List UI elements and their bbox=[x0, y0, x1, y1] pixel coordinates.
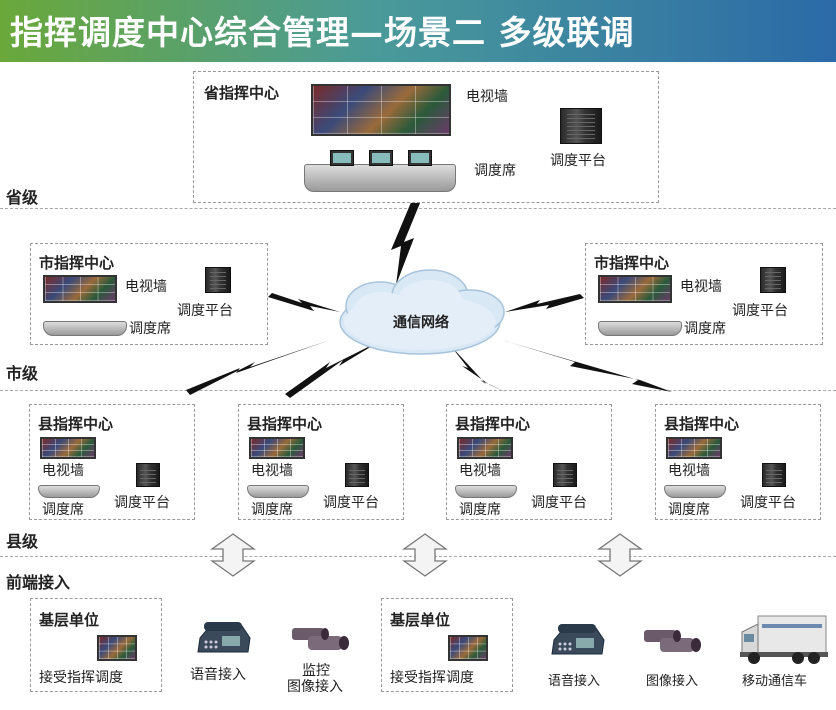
title-banner: 指挥调度中心综合管理—场景二 多级联调 bbox=[0, 0, 836, 62]
monitor-icon bbox=[369, 150, 393, 166]
double-arrow-icon bbox=[209, 533, 257, 577]
server-icon bbox=[136, 463, 160, 487]
bolt-province bbox=[391, 200, 420, 285]
page-title: 指挥调度中心综合管理—场景二 多级联调 bbox=[10, 13, 635, 52]
telephone-icon bbox=[551, 624, 605, 655]
city-platform-label: 调度平台 bbox=[732, 303, 788, 319]
console-desk-icon bbox=[455, 485, 517, 498]
tv-wall-icon bbox=[311, 84, 451, 136]
county-platform-label: 调度平台 bbox=[531, 495, 587, 511]
monitor-icon bbox=[330, 150, 354, 166]
double-arrow-icon bbox=[401, 533, 449, 577]
mobile-vehicle-label: 移动通信车 bbox=[742, 674, 808, 689]
county-tv-wall-label: 电视墙 bbox=[42, 463, 84, 479]
level-label-province: 省级 bbox=[6, 188, 39, 207]
county-console-label: 调度席 bbox=[251, 502, 293, 518]
county-console-label: 调度席 bbox=[668, 502, 710, 518]
county-console-label: 调度席 bbox=[459, 502, 501, 518]
tv-wall-icon bbox=[40, 437, 96, 459]
base-unit-box-1: 基层单位 接受指挥调度 bbox=[30, 598, 162, 692]
image-access-label: 图像接入 bbox=[646, 674, 699, 689]
tv-wall-icon bbox=[457, 437, 513, 459]
county-center-name: 县指挥中心 bbox=[455, 415, 531, 433]
county-tv-wall-label: 电视墙 bbox=[668, 463, 710, 479]
city-center-box-left: 市指挥中心 电视墙 调度平台 调度席 bbox=[30, 243, 268, 345]
county-tv-wall-label: 电视墙 bbox=[459, 463, 501, 479]
console-desk-icon bbox=[247, 485, 309, 498]
bolt-city-left bbox=[268, 293, 340, 312]
province-tv-wall-label: 电视墙 bbox=[466, 89, 508, 105]
truck-icon bbox=[740, 615, 828, 664]
county-console-label: 调度席 bbox=[42, 502, 84, 518]
bolt-county-4 bbox=[502, 340, 672, 392]
base-unit-name: 基层单位 bbox=[390, 611, 451, 629]
city-center-name: 市指挥中心 bbox=[39, 254, 115, 272]
tv-wall-icon bbox=[666, 437, 722, 459]
video-screen-icon bbox=[97, 635, 137, 661]
bolt-county-3 bbox=[450, 345, 508, 393]
server-icon bbox=[560, 108, 602, 144]
server-icon bbox=[762, 463, 786, 487]
console-desk-icon bbox=[43, 321, 127, 336]
base-unit-label: 接受指挥调度 bbox=[390, 670, 474, 686]
base-unit-label: 接受指挥调度 bbox=[39, 670, 123, 686]
bolt-county-1 bbox=[186, 340, 330, 395]
level-label-frontend: 前端接入 bbox=[6, 573, 71, 592]
city-center-name: 市指挥中心 bbox=[594, 254, 670, 272]
voice-access-label: 语音接入 bbox=[548, 674, 601, 689]
base-unit-box-2: 基层单位 接受指挥调度 bbox=[381, 598, 513, 692]
county-platform-label: 调度平台 bbox=[114, 495, 170, 511]
base-unit-name: 基层单位 bbox=[39, 611, 100, 629]
camera-icon bbox=[292, 628, 349, 650]
tv-wall-icon bbox=[249, 437, 305, 459]
city-console-label: 调度席 bbox=[684, 321, 726, 337]
telephone-icon bbox=[197, 622, 251, 653]
province-console-label: 调度席 bbox=[474, 163, 516, 179]
monitor-icon bbox=[408, 150, 432, 166]
province-center-name: 省指挥中心 bbox=[204, 84, 280, 102]
province-platform-label: 调度平台 bbox=[550, 153, 606, 169]
tv-wall-icon bbox=[598, 275, 672, 303]
county-center-box-2: 县指挥中心 电视墙 调度席 调度平台 bbox=[238, 404, 404, 520]
camera-icon bbox=[644, 630, 701, 652]
county-center-name: 县指挥中心 bbox=[247, 415, 323, 433]
county-center-name: 县指挥中心 bbox=[664, 415, 740, 433]
server-icon bbox=[760, 267, 786, 293]
console-desk-icon bbox=[304, 164, 456, 192]
city-tv-wall-label: 电视墙 bbox=[680, 279, 722, 295]
city-center-box-right: 市指挥中心 电视墙 调度平台 调度席 bbox=[585, 243, 823, 345]
server-icon bbox=[345, 463, 369, 487]
network-label: 通信网络 bbox=[393, 315, 449, 331]
province-center-box: 省指挥中心 电视墙 调度席 调度平台 bbox=[193, 71, 659, 203]
level-label-county: 县级 bbox=[6, 532, 39, 551]
city-platform-label: 调度平台 bbox=[177, 303, 233, 319]
server-icon bbox=[205, 267, 231, 293]
county-platform-label: 调度平台 bbox=[740, 495, 796, 511]
county-tv-wall-label: 电视墙 bbox=[251, 463, 293, 479]
console-desk-icon bbox=[38, 485, 100, 498]
city-tv-wall-label: 电视墙 bbox=[125, 279, 167, 295]
monitor-label-line2: 图像接入 bbox=[287, 679, 343, 695]
county-center-box-3: 县指挥中心 电视墙 调度席 调度平台 bbox=[446, 404, 612, 520]
bolt-city-right bbox=[505, 294, 584, 312]
county-center-box-1: 县指挥中心 电视墙 调度席 调度平台 bbox=[29, 404, 195, 520]
monitor-label-line1: 监控 bbox=[302, 663, 330, 679]
double-arrow-icon bbox=[596, 533, 644, 577]
county-center-box-4: 县指挥中心 电视墙 调度席 调度平台 bbox=[655, 404, 821, 520]
voice-access-label: 语音接入 bbox=[190, 667, 246, 683]
county-platform-label: 调度平台 bbox=[323, 495, 379, 511]
divider-city bbox=[0, 390, 836, 391]
divider-province bbox=[0, 208, 836, 209]
console-desk-icon bbox=[664, 485, 726, 498]
video-screen-icon bbox=[448, 635, 488, 661]
tv-wall-icon bbox=[43, 275, 117, 303]
console-desk-icon bbox=[598, 321, 682, 336]
city-console-label: 调度席 bbox=[129, 321, 171, 337]
county-center-name: 县指挥中心 bbox=[38, 415, 114, 433]
server-icon bbox=[553, 463, 577, 487]
level-label-city: 市级 bbox=[6, 364, 39, 383]
